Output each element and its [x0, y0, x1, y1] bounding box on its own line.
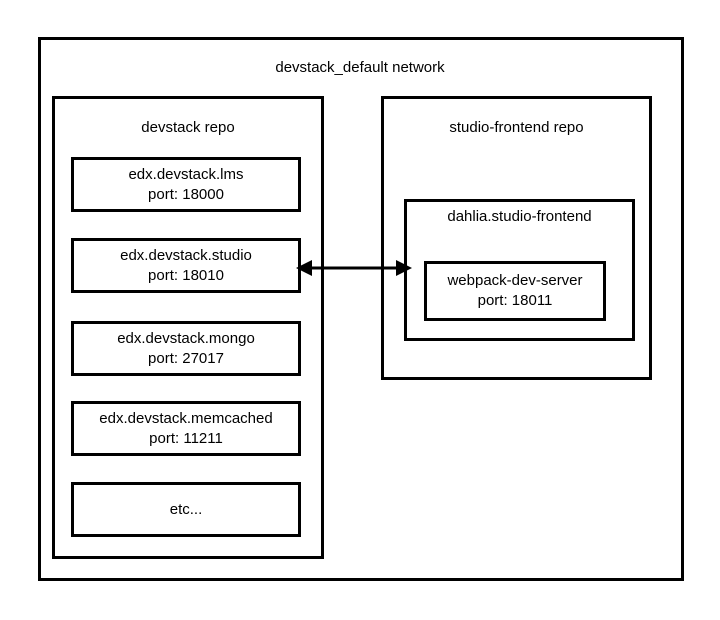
service-box-webpack-dev-server: webpack-dev-server port: 18011 — [424, 261, 606, 321]
service-name: etc... — [169, 500, 203, 518]
service-name: edx.devstack.memcached — [99, 409, 273, 427]
network-label: devstack_default network — [275, 59, 445, 76]
service-port: port: 18000 — [148, 185, 224, 203]
service-name: edx.devstack.mongo — [117, 329, 255, 347]
service-port: port: 11211 — [149, 429, 223, 447]
service-port: port: 18011 — [477, 292, 553, 309]
service-box-mongo: edx.devstack.mongo port: 27017 — [71, 321, 301, 376]
service-port: port: 27017 — [148, 349, 224, 367]
devstack-repo-label: devstack repo — [141, 119, 235, 136]
service-box-webpack-dev-server-text: webpack-dev-server port: 18011 — [427, 271, 603, 311]
service-box-studio: edx.devstack.studio port: 18010 — [71, 238, 301, 293]
service-box-mongo-text: edx.devstack.mongo port: 27017 — [74, 329, 298, 369]
studio-frontend-repo-label: studio-frontend repo — [449, 119, 584, 136]
service-name: edx.devstack.lms — [128, 165, 244, 183]
service-box-lms: edx.devstack.lms port: 18000 — [71, 157, 301, 212]
service-name: edx.devstack.studio — [120, 246, 252, 264]
service-box-etc: etc... — [71, 482, 301, 537]
service-box-lms-text: edx.devstack.lms port: 18000 — [74, 165, 298, 205]
service-port: port: 18010 — [148, 266, 224, 284]
service-name: webpack-dev-server — [447, 272, 583, 289]
service-box-memcached-text: edx.devstack.memcached port: 11211 — [74, 409, 298, 449]
dahlia-container-label: dahlia.studio-frontend — [447, 208, 592, 225]
bidirectional-arrow-icon — [296, 260, 412, 276]
service-box-etc-text: etc... — [74, 500, 298, 520]
service-box-studio-text: edx.devstack.studio port: 18010 — [74, 246, 298, 286]
service-box-memcached: edx.devstack.memcached port: 11211 — [71, 401, 301, 456]
